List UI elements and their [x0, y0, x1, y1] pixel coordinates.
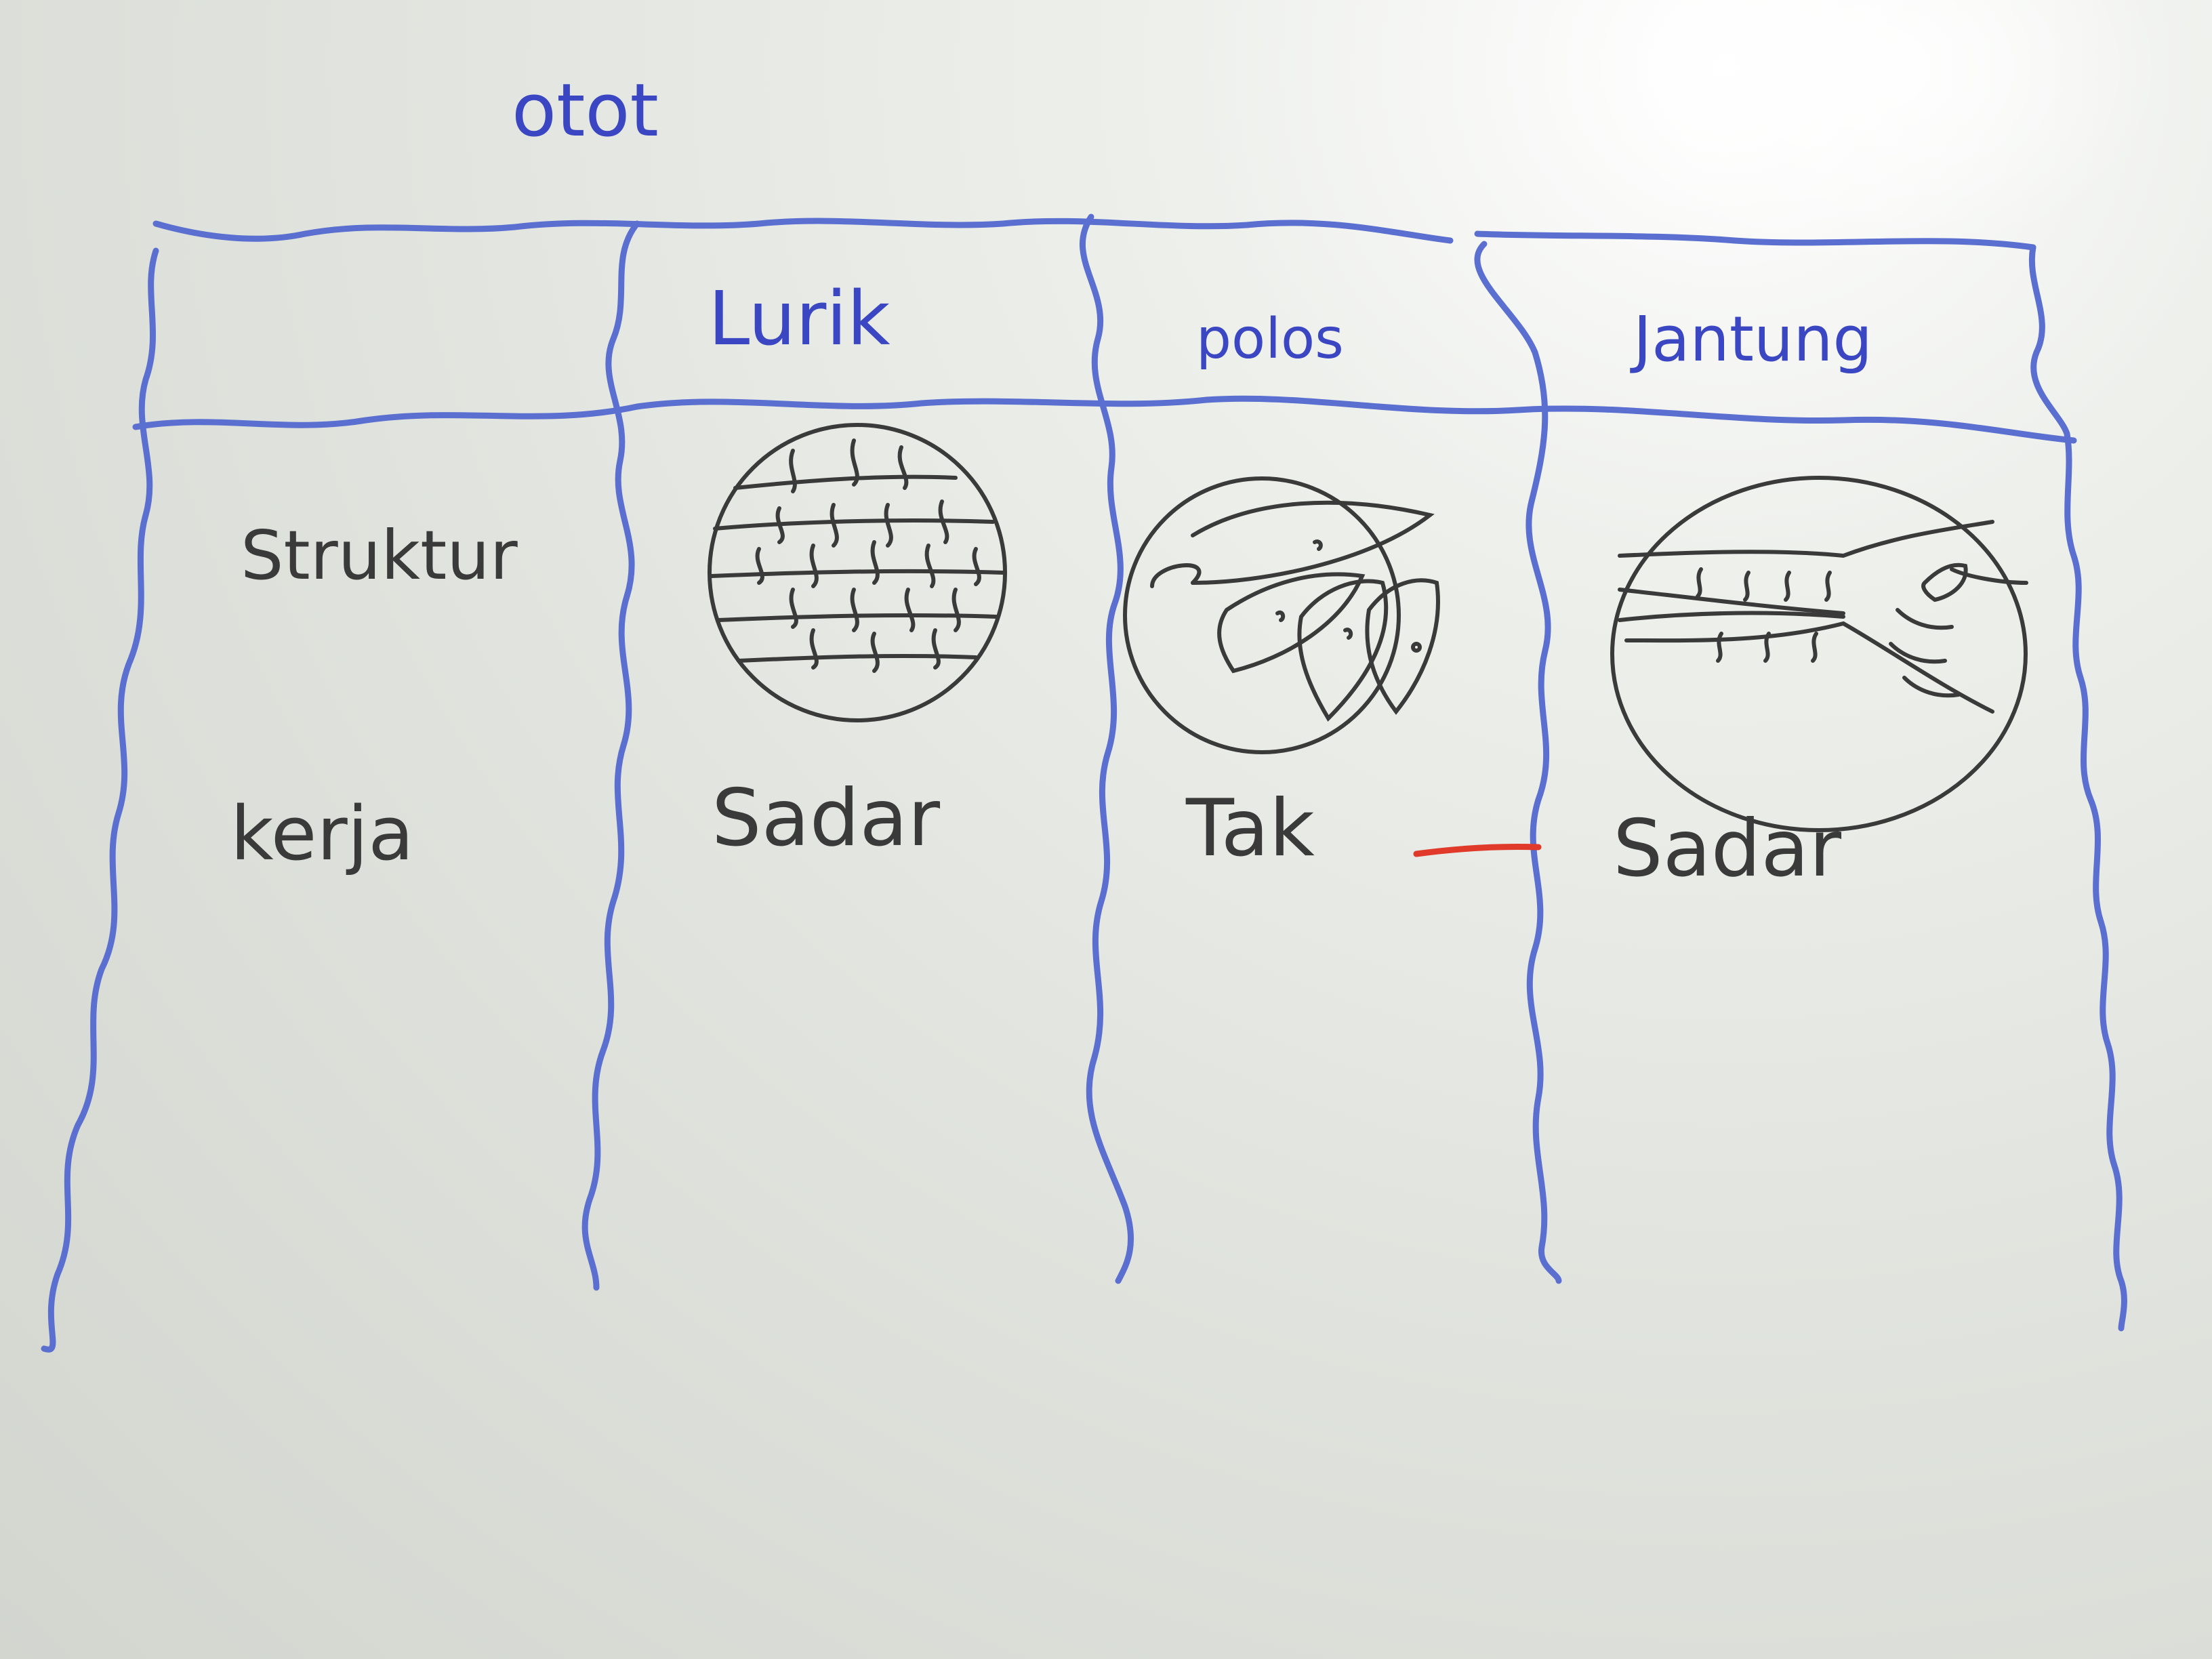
left-border	[41, 247, 159, 1353]
right-border	[2028, 244, 2127, 1332]
column-header-polos: polos	[1196, 307, 1344, 371]
row-label-struktur: Struktur	[241, 516, 518, 595]
column-header-jantung: Jantung	[1633, 303, 1872, 375]
page-title: otot	[512, 68, 659, 153]
cardiac-muscle-sketch	[1610, 476, 2028, 832]
smooth-muscle-sketch	[1123, 476, 1440, 754]
column-header-lurik: Lurik	[708, 275, 890, 362]
red-marker-stroke	[1413, 844, 1542, 857]
column-divider-2	[1080, 213, 1134, 1284]
column-divider-1	[581, 220, 640, 1291]
cell-jantung-kerja: Sadar	[1613, 803, 1842, 895]
header-separator	[132, 395, 2077, 444]
cell-polos-kerja: Tak	[1186, 783, 1315, 874]
cell-lurik-kerja: Sadar	[712, 773, 941, 864]
column-divider-3	[1474, 241, 1562, 1284]
row-label-kerja: kerja	[230, 790, 414, 877]
skeletal-muscle-sketch	[708, 423, 1007, 722]
table-top-border	[152, 218, 1454, 244]
table-top-border-right	[1474, 230, 2036, 251]
